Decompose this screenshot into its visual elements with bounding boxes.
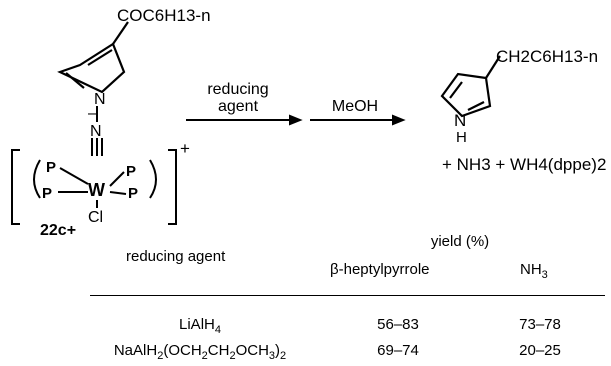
product-pyrrole-ring	[440, 55, 501, 118]
row2-pyrrole-yield: 69–74	[377, 342, 419, 359]
table-rule	[90, 295, 605, 296]
table-header-reducing-agent: reducing agent	[126, 248, 226, 265]
product-nh-n: N	[454, 111, 466, 130]
product-substituent: CH2C6H13-n	[496, 47, 598, 66]
reactant-n-dash: –	[88, 105, 97, 122]
halide-cl: Cl	[88, 209, 103, 225]
arrow-label-meoh: MeOH	[332, 98, 378, 115]
compound-label-22c: 22c+	[40, 222, 77, 239]
reactant-ring-n: N	[94, 91, 106, 108]
table-subheader-pyrrole: β-heptylpyrrole	[330, 261, 430, 278]
ligand-p-bottom-left: P	[42, 185, 52, 202]
metal-ligand-bonds	[58, 167, 127, 208]
ligand-p-top-left: P	[46, 159, 56, 176]
ligand-p-bottom-right: P	[128, 185, 138, 202]
metal-w: W	[88, 180, 105, 200]
coproducts: + NH3 + WH4(dppe)2	[442, 155, 606, 174]
reaction-scheme: COC6H13-n N – N + P P P P W Cl reducing …	[11, 6, 606, 225]
row1-pyrrole-yield: 56–83	[377, 316, 419, 333]
table-header-yield: yield (%)	[430, 233, 490, 250]
ligand-p-top-right: P	[126, 163, 136, 180]
reactant-acyl-substituent: COC6H13-n	[117, 6, 211, 25]
arrow-label-agent: agent	[218, 98, 259, 115]
reactant-charge: +	[180, 139, 190, 158]
table-subheader-nh3: NH3	[520, 261, 548, 281]
row2-agent: NaAlH2(OCH2CH2OCH3)2	[113, 342, 287, 362]
acyl-co: COC6H13-n	[117, 6, 211, 25]
reaction-arrows	[186, 114, 406, 126]
row1-nh3-yield: 73–78	[519, 316, 561, 333]
row1-agent: LiAlH4	[179, 316, 221, 336]
product-nh-h: H	[456, 129, 467, 146]
complex-brackets	[11, 149, 177, 225]
hydrazido-link	[91, 106, 103, 156]
row2-nh3-yield: 20–25	[519, 342, 561, 359]
arrow-label-reducing: reducing	[207, 81, 268, 98]
reactant-n2: N	[90, 123, 102, 140]
reactant-pyrrole-ring	[57, 21, 129, 94]
